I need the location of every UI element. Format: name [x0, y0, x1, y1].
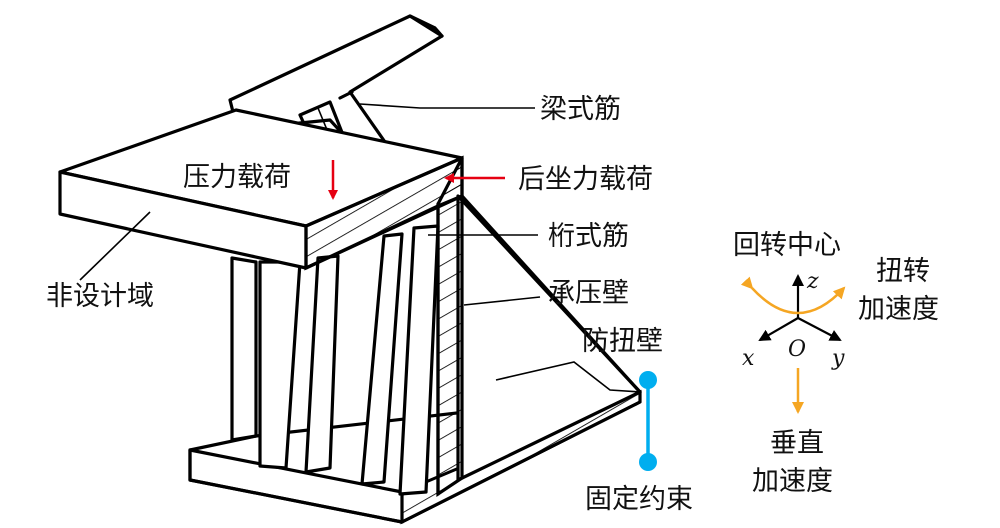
- label-bearing-wall: 承压壁: [548, 278, 629, 309]
- label-torsion-accel-line1: 扭转: [876, 256, 930, 287]
- label-non-design-domain: 非设计域: [46, 281, 154, 312]
- y-axis: [797, 317, 842, 341]
- coordinate-system: z x y O: [740, 269, 846, 414]
- top-slab: [58, 108, 464, 271]
- constraint-node-bottom: [639, 453, 657, 471]
- label-fixed-constraint: 固定约束: [585, 484, 693, 515]
- label-torsion-accel-line2: 加速度: [858, 294, 939, 325]
- leader-lines: [79, 103, 641, 393]
- axis-label-y: y: [831, 346, 845, 371]
- label-pressure-load: 压力载荷: [183, 162, 291, 193]
- label-recoil-load: 后坐力载荷: [518, 164, 653, 195]
- axis-label-origin: O: [788, 337, 806, 362]
- bearing-wall: [436, 157, 464, 497]
- x-axis: [758, 317, 799, 342]
- truss-ribs: [230, 224, 440, 496]
- label-rotation-center: 回转中心: [733, 230, 841, 261]
- torsion-acceleration-arc: [740, 276, 846, 315]
- label-vertical-accel-line1: 垂直: [770, 428, 824, 459]
- constraint-node-top: [639, 371, 657, 389]
- axis-label-x: x: [742, 346, 755, 371]
- label-beam-rib: 梁式筋: [540, 94, 621, 125]
- fixed-constraint-marker: [639, 371, 657, 471]
- label-vertical-accel-line2: 加速度: [752, 466, 833, 497]
- label-torsion-wall: 防扭壁: [582, 326, 663, 357]
- label-truss-rib: 桁式筋: [548, 221, 629, 252]
- axis-label-z: z: [806, 269, 819, 294]
